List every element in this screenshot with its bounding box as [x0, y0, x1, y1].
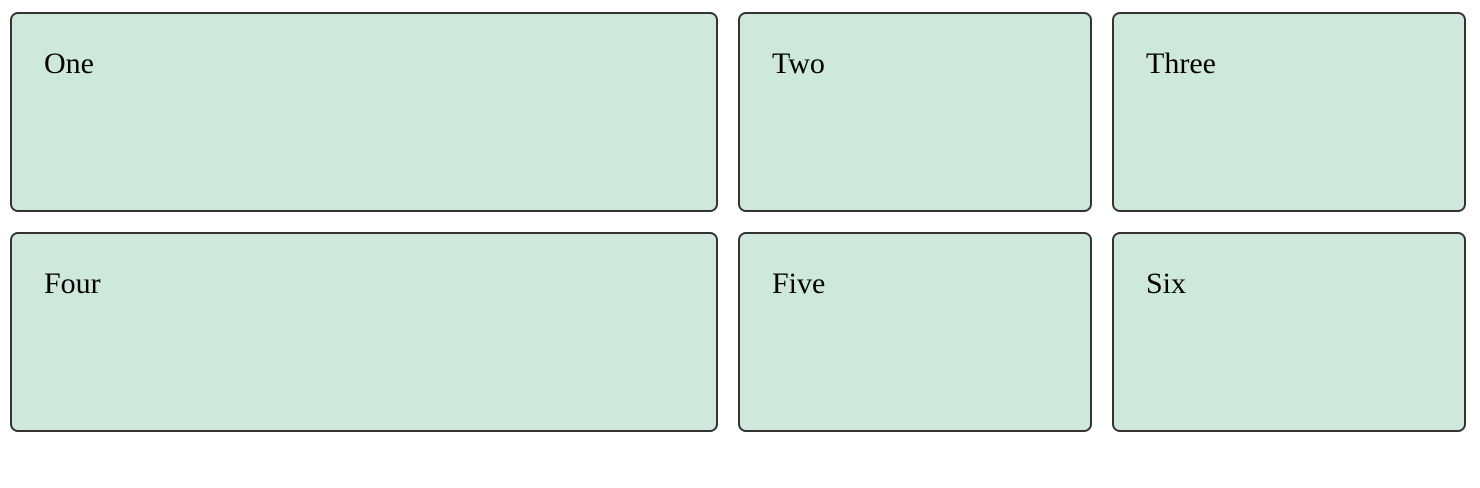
card-label: Six: [1146, 267, 1187, 300]
card-two: Two: [738, 12, 1092, 212]
card-label: One: [44, 47, 94, 80]
card-grid: One Two Three Four Five Six: [10, 12, 1466, 432]
card-label: Five: [772, 267, 826, 300]
card-label: Four: [44, 267, 101, 300]
card-label: Three: [1146, 47, 1216, 80]
card-four: Four: [10, 232, 718, 432]
card-five: Five: [738, 232, 1092, 432]
card-three: Three: [1112, 12, 1466, 212]
card-label: Two: [772, 47, 825, 80]
card-six: Six: [1112, 232, 1466, 432]
card-one: One: [10, 12, 718, 212]
